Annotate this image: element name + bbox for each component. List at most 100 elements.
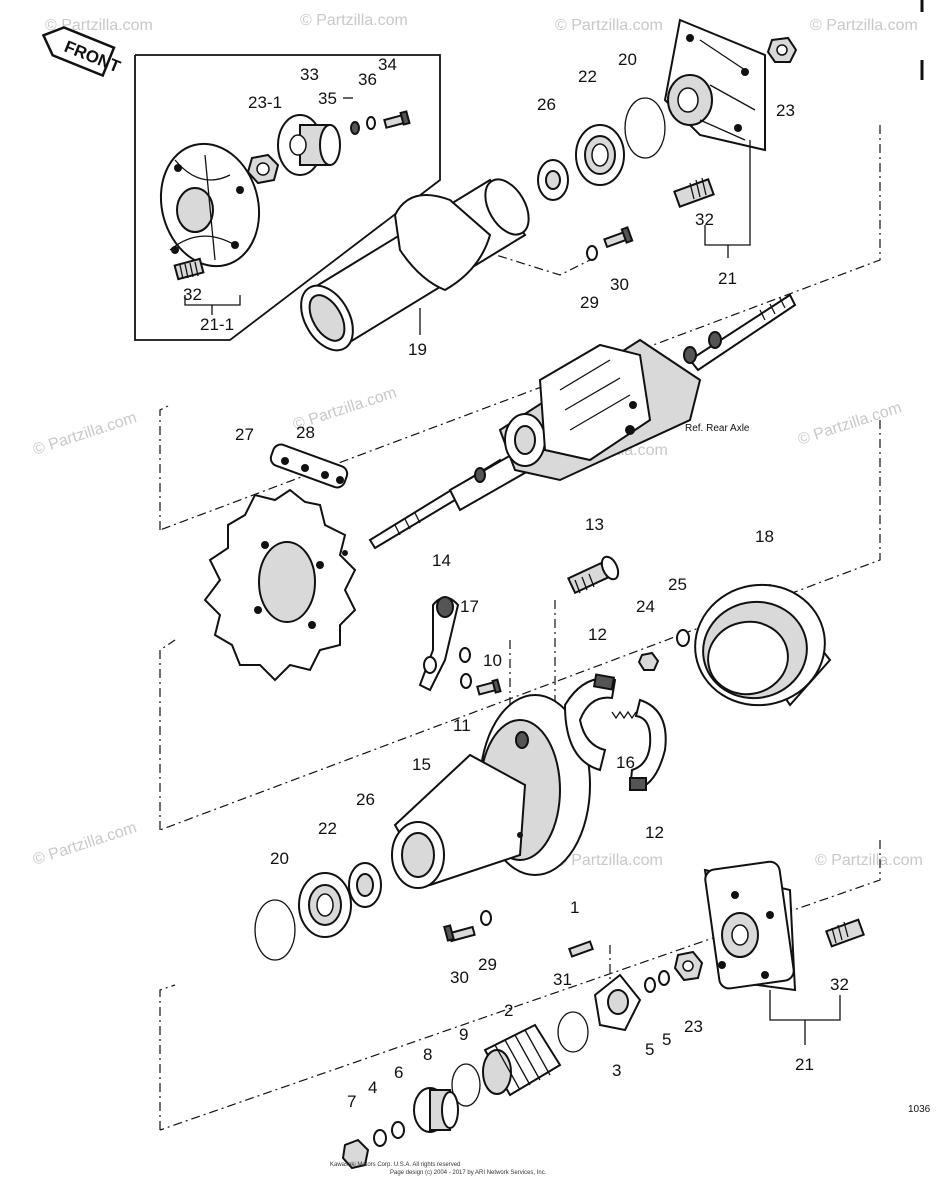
label-21-bottom: 21	[795, 1055, 814, 1074]
part-32-stud-left	[173, 257, 205, 281]
bracket-21-bottom	[769, 990, 841, 1021]
leader-lines	[184, 97, 841, 1045]
label-19: 19	[408, 340, 427, 359]
part-21-1-hub	[159, 142, 261, 268]
label-16: 16	[616, 753, 635, 772]
label-32-bottom: 32	[830, 975, 849, 994]
label-26-mid: 26	[356, 790, 375, 809]
label-23-1: 23-1	[248, 93, 282, 112]
label-33: 33	[300, 65, 319, 84]
part-22-bearing-top	[575, 124, 625, 186]
label-3: 3	[612, 1061, 621, 1080]
part-12-brake-shoe-upper	[563, 673, 617, 772]
part-21-hub-bottom	[703, 860, 797, 992]
label-23-top: 23	[776, 101, 795, 120]
part-5-washer-a	[644, 977, 656, 993]
part-36-washer	[366, 116, 376, 130]
part-16-spring	[611, 710, 637, 720]
part-13-bolt	[566, 555, 620, 595]
part-8-nut	[413, 1087, 459, 1133]
label-12-lower: 12	[645, 823, 664, 842]
watermark-3: © Partzilla.com	[555, 17, 663, 34]
label-15: 15	[412, 755, 431, 774]
label-22-top: 22	[578, 67, 597, 86]
rear-axle-assembly	[368, 293, 797, 550]
part-25-washer	[676, 629, 690, 647]
label-23-bottom: 23	[684, 1017, 703, 1036]
label-22-mid: 22	[318, 819, 337, 838]
part-29-washer-mid	[480, 910, 492, 926]
label-2: 2	[504, 1001, 513, 1020]
bolt-line-30-top	[479, 249, 591, 276]
watermark-5: © Partzilla.com	[31, 409, 139, 458]
part-labels: 33 34 36 35 23-1 32 21-1 19 26 22 20 23 …	[183, 50, 849, 1111]
label-25: 25	[668, 575, 687, 594]
part-28-chain-joint	[269, 443, 349, 489]
label-28: 28	[296, 423, 315, 442]
part-34-bolt	[383, 110, 411, 129]
part-1-bolt	[568, 940, 594, 958]
part-7-cap-nut	[341, 1138, 370, 1170]
part-9-o-ring	[451, 1063, 481, 1107]
part-5-washer-b	[658, 970, 670, 986]
axis-line-middle	[159, 420, 881, 831]
axis-line-bottom	[159, 840, 881, 1131]
label-34: 34	[378, 55, 397, 74]
part-30-bolt-mid	[443, 924, 476, 943]
copyright-line-1: Kawasaki Motors Corp. U.S.A. All rights …	[330, 1162, 460, 1168]
part-20-circlip-top	[624, 97, 666, 159]
part-22-bearing-mid	[298, 872, 352, 938]
part-32-stud-top	[673, 177, 715, 208]
part-11-washer	[460, 673, 472, 689]
label-1: 1	[570, 898, 579, 917]
label-14: 14	[432, 551, 451, 570]
label-31: 31	[553, 970, 572, 989]
label-29-mid: 29	[478, 955, 497, 974]
part-18-brake-drum	[694, 583, 832, 707]
part-31-o-ring	[557, 1011, 589, 1053]
label-9: 9	[459, 1025, 468, 1044]
label-32-left: 32	[183, 285, 202, 304]
part-26-spacer-mid	[348, 862, 382, 908]
part-24-nut	[637, 651, 660, 671]
label-11: 11	[453, 716, 471, 735]
part-33-flange	[277, 114, 341, 176]
part-6-washer	[391, 1121, 405, 1139]
watermark-8: © Partzilla.com	[796, 399, 904, 448]
label-4: 4	[368, 1078, 377, 1097]
label-17: 17	[460, 597, 479, 616]
label-29-top: 29	[580, 293, 599, 312]
label-26-top: 26	[537, 95, 556, 114]
label-20-top: 20	[618, 50, 637, 69]
axis-line-top	[159, 125, 881, 531]
part-21-hub-top	[663, 18, 766, 152]
label-35: 35	[318, 89, 337, 108]
part-19-axle-housing	[300, 178, 530, 352]
label-13: 13	[585, 515, 604, 534]
label-36: 36	[358, 70, 377, 89]
kit-box-21-1	[134, 54, 441, 341]
part-23-nut-top	[766, 36, 798, 63]
part-4-washer	[373, 1129, 387, 1147]
watermark-4: © Partzilla.com	[810, 17, 918, 34]
label-5-a: 5	[645, 1040, 654, 1059]
part-10-bolt	[476, 678, 502, 696]
page-code: 1036	[908, 1104, 931, 1115]
label-24: 24	[636, 597, 655, 616]
part-20-circlip-mid	[254, 899, 296, 961]
part-29-washer-top	[586, 245, 598, 261]
part-27-sprocket	[203, 488, 357, 682]
part-17-seal	[459, 647, 471, 663]
watermark-11: © Partzilla.com	[815, 852, 923, 869]
part-15-brake-panel	[391, 694, 591, 889]
watermarks: © Partzilla.com © Partzilla.com © Partzi…	[31, 12, 923, 869]
label-32-top: 32	[695, 210, 714, 229]
axis-line-left-middle	[159, 639, 176, 830]
part-3-cam-plate	[593, 973, 642, 1032]
part-2-sleeve	[482, 1023, 562, 1097]
watermark-10: © Partzilla.com	[555, 852, 663, 869]
part-23-nut-bottom	[673, 950, 704, 982]
label-21-top: 21	[718, 269, 737, 288]
part-12-brake-shoe-lower	[628, 698, 667, 792]
